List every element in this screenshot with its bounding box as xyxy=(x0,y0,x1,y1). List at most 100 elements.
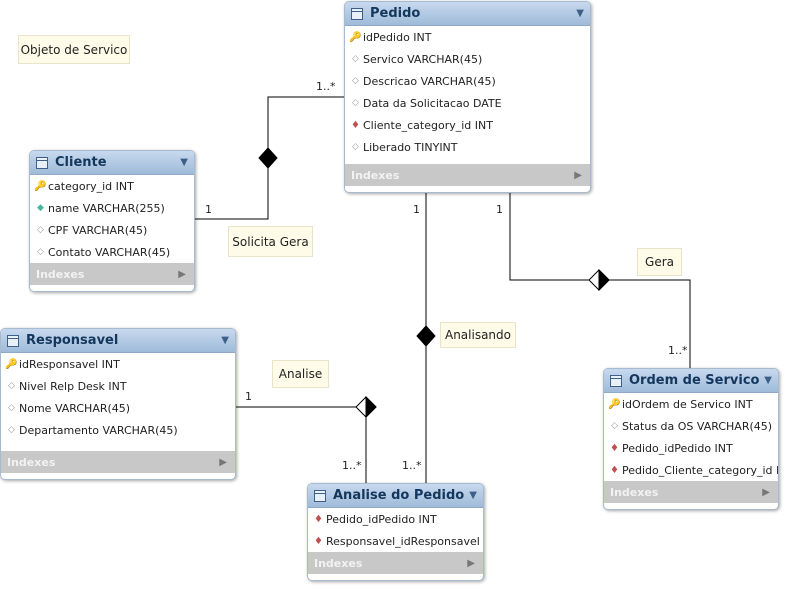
collapse-arrow-icon[interactable]: ▼ xyxy=(576,8,584,19)
column-row[interactable]: ♦Pedido_idPedido INT xyxy=(308,508,483,530)
column-row[interactable]: ◇ Servico VARCHAR(45) xyxy=(345,48,590,70)
relationship-diamond-analisando xyxy=(416,325,436,347)
expand-arrow-icon[interactable]: ▶ xyxy=(219,456,227,468)
table-icon xyxy=(36,156,48,169)
foreign-key-icon: ♦ xyxy=(314,513,323,525)
table-icon xyxy=(314,489,326,502)
table-analise-do-pedido[interactable]: Analise do Pedido ▼ ♦Pedido_idPedido INT… xyxy=(307,483,484,581)
diamond-icon: ◇ xyxy=(37,247,44,257)
table-header[interactable]: Responsavel ▼ xyxy=(1,329,235,353)
column-label: Status da OS VARCHAR(45) xyxy=(622,419,773,433)
column-label: idOrdem de Servico INT xyxy=(622,397,753,411)
column-row[interactable]: ◇Nivel Relp Desk INT xyxy=(1,375,235,397)
foreign-key-icon: ♦ xyxy=(610,442,619,454)
diamond-icon: ◇ xyxy=(8,381,15,391)
column-row[interactable]: ◇Departamento VARCHAR(45) xyxy=(1,419,235,441)
column-label: Servico VARCHAR(45) xyxy=(363,52,483,66)
column-row[interactable]: 🔑idResponsavel INT xyxy=(1,353,235,375)
table-responsavel[interactable]: Responsavel ▼ 🔑idResponsavel INT ◇Nivel … xyxy=(0,328,236,480)
column-row[interactable]: ♦Responsavel_idResponsavel INT xyxy=(308,530,483,552)
table-icon xyxy=(7,334,19,347)
foreign-key-icon: ♦ xyxy=(314,535,323,547)
cardinality-analise-resp-many: 1..* xyxy=(342,459,362,472)
note-gera[interactable]: Gera xyxy=(637,248,682,276)
table-title: Responsavel xyxy=(26,333,119,348)
indexes-section[interactable]: Indexes ▶ xyxy=(308,552,483,574)
column-row[interactable]: ◆ name VARCHAR(255) xyxy=(30,197,194,219)
indexes-section[interactable]: Indexes▶ xyxy=(345,164,590,186)
table-header[interactable]: Analise do Pedido ▼ xyxy=(308,484,483,508)
column-row[interactable]: 🔑category_id INT xyxy=(30,175,194,197)
indexes-label: Indexes xyxy=(7,455,56,469)
collapse-arrow-icon[interactable]: ▼ xyxy=(764,375,772,386)
note-objeto-servico[interactable]: Objeto de Servico xyxy=(18,35,130,64)
column-label: Pedido_idPedido INT xyxy=(326,512,437,526)
diamond-icon: ◇ xyxy=(8,403,15,413)
column-row[interactable]: ◇Descricao VARCHAR(45) xyxy=(345,70,590,92)
column-row[interactable]: ◇Data da Solicitacao DATE xyxy=(345,92,590,114)
collapse-arrow-icon[interactable]: ▼ xyxy=(180,157,188,168)
diamond-icon: ◇ xyxy=(611,421,618,431)
column-row[interactable]: 🔑idPedido INT xyxy=(345,26,590,48)
column-label: name VARCHAR(255) xyxy=(48,201,165,215)
diamond-icon: ◇ xyxy=(352,54,359,64)
table-title: Pedido xyxy=(370,6,421,21)
column-row[interactable]: ♦Pedido_idPedido INT xyxy=(604,437,778,459)
column-label: CPF VARCHAR(45) xyxy=(48,223,148,237)
table-ordem-de-servico[interactable]: Ordem de Servico ▼ 🔑idOrdem de Servico I… xyxy=(603,368,779,510)
table-header[interactable]: Ordem de Servico ▼ xyxy=(604,369,778,393)
foreign-key-icon: ♦ xyxy=(610,464,619,476)
column-label: idResponsavel INT xyxy=(19,357,120,371)
expand-arrow-icon[interactable]: ▶ xyxy=(574,169,582,181)
indexes-section[interactable]: Indexes ▶ xyxy=(1,451,235,473)
table-icon xyxy=(351,7,363,20)
cardinality-pedido-analise-one: 1 xyxy=(413,203,420,216)
diamond-icon: ◇ xyxy=(8,425,15,435)
indexes-section[interactable]: Indexes ▶ xyxy=(604,481,778,503)
table-icon xyxy=(610,374,622,387)
foreign-key-icon: ♦ xyxy=(351,119,360,131)
diamond-icon: ◇ xyxy=(352,142,359,152)
column-row[interactable]: ◇ CPF VARCHAR(45) xyxy=(30,219,194,241)
column-label: Liberado TINYINT xyxy=(363,140,458,154)
table-title: Analise do Pedido xyxy=(333,488,465,503)
column-label: Responsavel_idResponsavel INT xyxy=(326,534,484,548)
column-label: Cliente_category_id INT xyxy=(363,118,493,132)
indexes-label: Indexes xyxy=(36,267,85,281)
column-label: Pedido_idPedido INT xyxy=(622,441,733,455)
indexes-label: Indexes xyxy=(314,556,363,570)
table-header[interactable]: Cliente ▼ xyxy=(30,151,194,175)
note-analisando[interactable]: Analisando xyxy=(440,322,516,348)
key-icon: 🔑 xyxy=(5,358,18,370)
table-cliente[interactable]: Cliente ▼ 🔑category_id INT ◆ name VARCHAR… xyxy=(29,150,195,292)
note-analise[interactable]: Analise xyxy=(272,360,329,388)
table-pedido[interactable]: Pedido ▼ 🔑idPedido INT ◇ Servico VARCHAR(… xyxy=(344,1,591,193)
cardinality-pedido-ordem-one: 1 xyxy=(496,203,503,216)
indexes-label: Indexes xyxy=(610,485,659,499)
column-row[interactable]: ◇ Status da OS VARCHAR(45) xyxy=(604,415,778,437)
expand-arrow-icon[interactable]: ▶ xyxy=(178,268,186,280)
note-solicita-gera[interactable]: Solicita Gera xyxy=(228,226,313,257)
key-icon: 🔑 xyxy=(349,31,362,43)
filled-diamond-icon: ◆ xyxy=(37,203,44,213)
collapse-arrow-icon[interactable]: ▼ xyxy=(469,490,477,501)
column-row[interactable]: ◇ Nome VARCHAR(45) xyxy=(1,397,235,419)
cardinality-responsavel-one: 1 xyxy=(245,390,252,403)
column-row[interactable]: ◇ Liberado TINYINT xyxy=(345,136,590,158)
expand-arrow-icon[interactable]: ▶ xyxy=(467,557,475,569)
key-icon: 🔑 xyxy=(34,180,47,192)
column-label: Nome VARCHAR(45) xyxy=(19,401,131,415)
column-row[interactable]: ♦Pedido_Cliente_category_id INT xyxy=(604,459,778,481)
column-label: Data da Solicitacao DATE xyxy=(363,96,502,110)
key-icon: 🔑 xyxy=(608,398,621,410)
column-row[interactable]: ◇Contato VARCHAR(45) xyxy=(30,241,194,263)
table-header[interactable]: Pedido ▼ xyxy=(345,2,590,26)
diamond-icon: ◇ xyxy=(37,225,44,235)
cardinality-pedido-cliente-many: 1..* xyxy=(316,80,336,93)
indexes-section[interactable]: Indexes ▶ xyxy=(30,263,194,285)
collapse-arrow-icon[interactable]: ▼ xyxy=(221,335,229,346)
column-row[interactable]: ♦Cliente_category_id INT xyxy=(345,114,590,136)
expand-arrow-icon[interactable]: ▶ xyxy=(762,486,770,498)
column-row[interactable]: 🔑idOrdem de Servico INT xyxy=(604,393,778,415)
column-label: Pedido_Cliente_category_id INT xyxy=(622,463,779,477)
